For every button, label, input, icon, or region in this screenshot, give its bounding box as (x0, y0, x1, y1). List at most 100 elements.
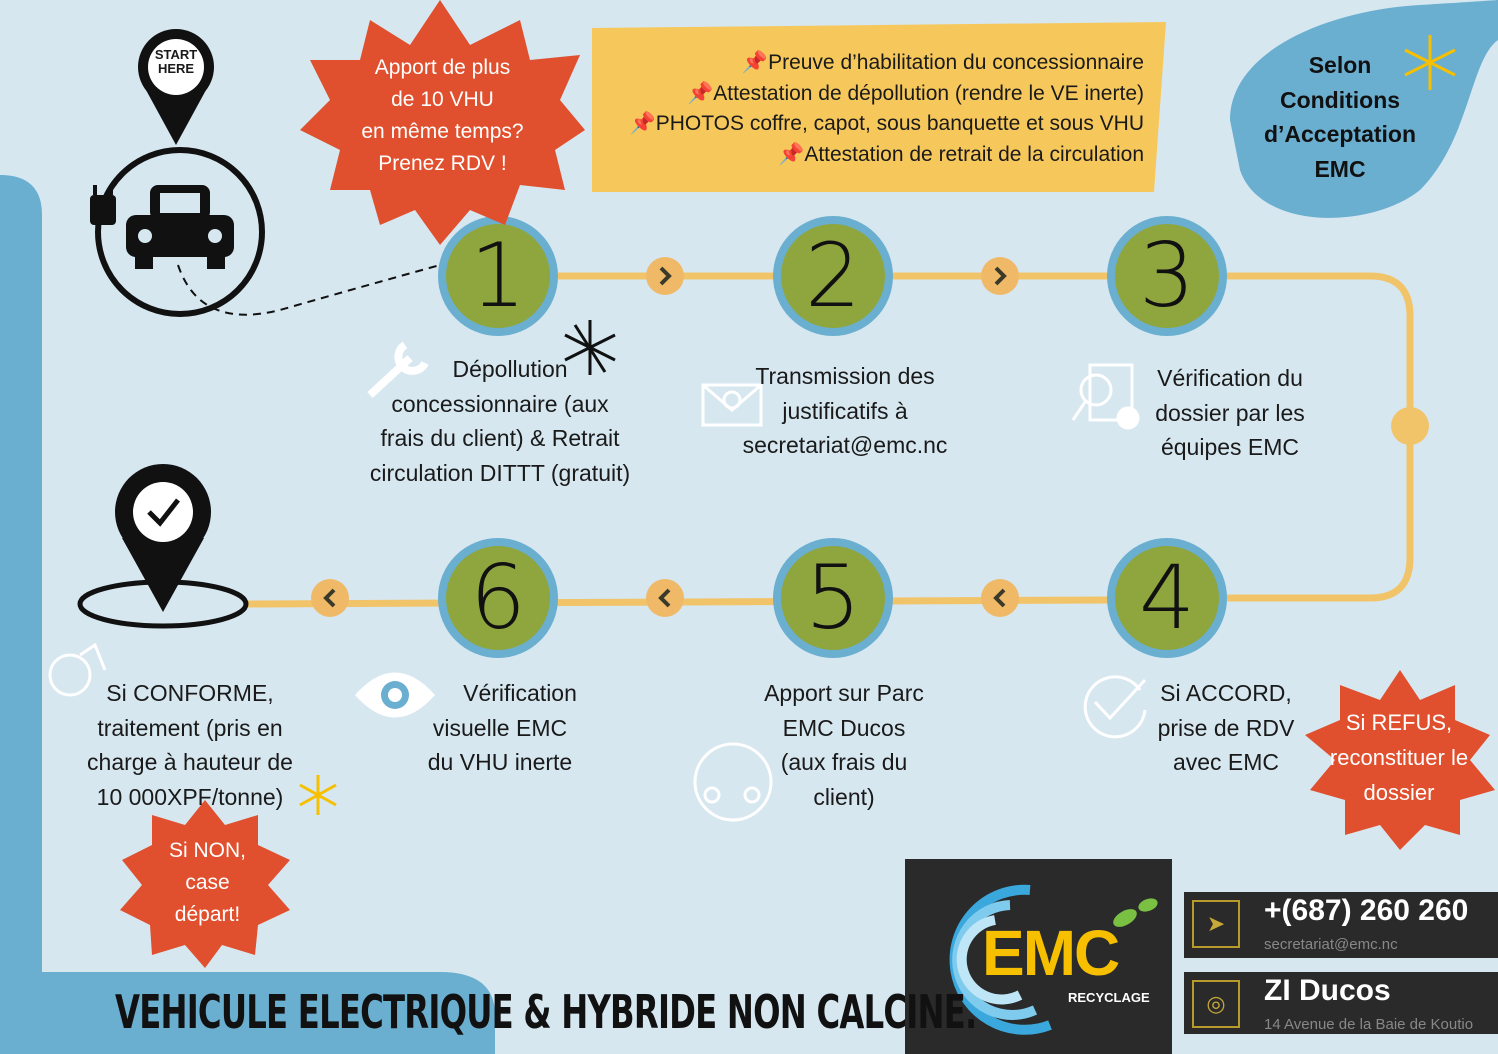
step-3-number: 3 (1139, 224, 1195, 327)
eye-icon (355, 672, 435, 718)
step-5-number: 5 (805, 546, 861, 649)
refus-burst-shape (1305, 670, 1495, 850)
conditions-line: Selon (1308, 52, 1372, 78)
burst-line: Prenez RDV ! (378, 152, 507, 175)
step-line: client) (813, 783, 875, 810)
street-address: 14 Avenue de la Baie de Koutio (1264, 1016, 1474, 1033)
paper-plane-icon: ➤ (1192, 900, 1240, 948)
step-2-text: Transmission des justificatifs à secreta… (715, 359, 975, 463)
start-pin-icon (138, 29, 214, 145)
requirements-note-bg (592, 22, 1166, 192)
step-1-text: Dépollution concessionnaire (aux frais d… (340, 352, 660, 490)
dashed-route (177, 264, 441, 316)
step-4-text: Si ACCORD, prise de RDV avec EMC (1140, 676, 1312, 780)
step-6-text: Vérification visuelle EMC du VHU inerte (405, 676, 595, 780)
step-line: Si CONFORME, (106, 680, 274, 706)
requirement-item: 📌Preuve d’habilitation du concessionnair… (596, 48, 1144, 79)
leaf-icon (1113, 898, 1158, 927)
conditions-line: Conditions (1279, 86, 1401, 113)
path-node (1391, 407, 1429, 445)
burst-line: en même temps? (361, 120, 524, 143)
burst-line: départ! (174, 903, 241, 926)
phone-number[interactable]: +(687) 260 260 (1264, 894, 1469, 927)
step-line: Apport sur Parc (764, 680, 924, 706)
step-line: (aux frais du (780, 749, 908, 775)
acceptance-conditions: Selon Conditions d’Acceptation EMC (1245, 48, 1435, 186)
step-6-number: 6 (470, 546, 526, 649)
top-burst-shape (300, 0, 585, 245)
location-contact-card: ◎ ZI Ducos 14 Avenue de la Baie de Kouti… (1184, 972, 1498, 1034)
step-line: Dépollution (452, 356, 568, 382)
requirement-text: Attestation de retrait de la circulation (804, 142, 1144, 166)
step-line: Transmission des (755, 363, 935, 389)
step-line: Vérification (463, 680, 577, 706)
step-line: secretariat@emc.nc (742, 432, 948, 458)
tow-truck-icon (693, 742, 773, 822)
document-check-icon (1071, 363, 1140, 430)
pushpin-icon: 📌 (741, 51, 769, 74)
non-burst: Si NON, case départ! (150, 835, 265, 931)
email-envelope-icon (701, 383, 763, 427)
requirements-list: 📌Preuve d’habilitation du concessionnair… (596, 48, 1144, 170)
step-line: visuelle EMC (432, 714, 568, 741)
step-line: avec EMC (1172, 749, 1280, 775)
step-line: prise de RDV (1157, 714, 1295, 741)
conditions-line: EMC (1314, 155, 1366, 182)
location-pin-icon: ◎ (1192, 980, 1240, 1028)
step-circles (438, 216, 1227, 658)
burst-line: case (185, 871, 230, 894)
start-pin-label: START HERE (154, 47, 198, 76)
phone-contact-card: ➤ +(687) 260 260 secretariat@emc.nc (1184, 892, 1498, 958)
burst-line: de 10 VHU (391, 88, 494, 111)
step-1-number: 1 (470, 224, 526, 327)
step-3-text: Vérification du dossier par les équipes … (1130, 361, 1330, 465)
step-4-number: 4 (1139, 546, 1195, 649)
bulk-appointment-burst: Apport de plus de 10 VHU en même temps? … (340, 52, 545, 180)
requirement-item: 📌PHOTOS coffre, capot, sous banquette et… (596, 109, 1144, 140)
logo-subtext: RECYCLAGE (1068, 990, 1150, 1005)
step-line: justificatifs à (782, 397, 908, 424)
step-line: Si ACCORD, (1160, 680, 1292, 706)
pushpin-icon: 📌 (687, 81, 714, 105)
location-name: ZI Ducos (1264, 974, 1391, 1007)
requirement-item: 📌Attestation de dépollution (rendre le V… (596, 79, 1144, 110)
step-line: concessionnaire (aux (391, 390, 609, 417)
step-5-text: Apport sur Parc EMC Ducos (aux frais du … (740, 676, 948, 814)
refus-burst: Si REFUS, reconstituer le dossier (1308, 705, 1490, 810)
step-line: du VHU inerte (427, 749, 573, 775)
pushpin-icon: 📌 (629, 112, 656, 136)
step-2-number: 2 (805, 224, 861, 327)
requirement-item: 📌Attestation de retrait de la circulatio… (596, 140, 1144, 171)
burst-line: reconstituer le (1329, 745, 1469, 770)
non-burst-shape (120, 800, 290, 968)
pushpin-icon: 📌 (778, 142, 805, 166)
requirement-text: PHOTOS coffre, capot, sous banquette et … (655, 112, 1144, 136)
asterisk-doodle-icon (564, 320, 616, 375)
step-line: circulation DITTT (gratuit) (369, 459, 631, 486)
step-line: traitement (pris en (97, 714, 283, 741)
burst-line: dossier (1363, 780, 1435, 805)
final-treatment-text: Si CONFORME, traitement (pris en charge … (60, 676, 320, 814)
destination-check-pin-icon (77, 464, 249, 629)
check-circle-icon (1083, 675, 1147, 739)
logo-text: EMC (982, 917, 1120, 989)
requirement-text: Preuve d’habilitation du concessionnaire (768, 51, 1144, 74)
ok-hand-icon (48, 642, 107, 697)
burst-line: Si NON, (168, 839, 246, 862)
burst-line: Si REFUS, (1345, 710, 1453, 735)
email-address[interactable]: secretariat@emc.nc (1264, 936, 1398, 953)
step-line: charge à hauteur de (87, 749, 293, 775)
wrench-icon (367, 341, 429, 398)
step-line: 10 000XPF/tonne) (96, 783, 284, 810)
logo-box (905, 859, 1172, 1054)
step-line: équipes EMC (1160, 434, 1300, 460)
burst-line: Apport de plus (374, 56, 511, 79)
step-line: EMC Ducos (782, 714, 906, 741)
electric-car-icon (90, 147, 265, 317)
step-line: Vérification du (1157, 365, 1303, 391)
requirement-text: Attestation de dépollution (rendre le VE… (713, 81, 1144, 105)
conditions-line: d’Acceptation (1263, 121, 1417, 147)
step-line: dossier par les (1155, 399, 1305, 426)
step-line: frais du client) & Retrait (380, 425, 620, 451)
